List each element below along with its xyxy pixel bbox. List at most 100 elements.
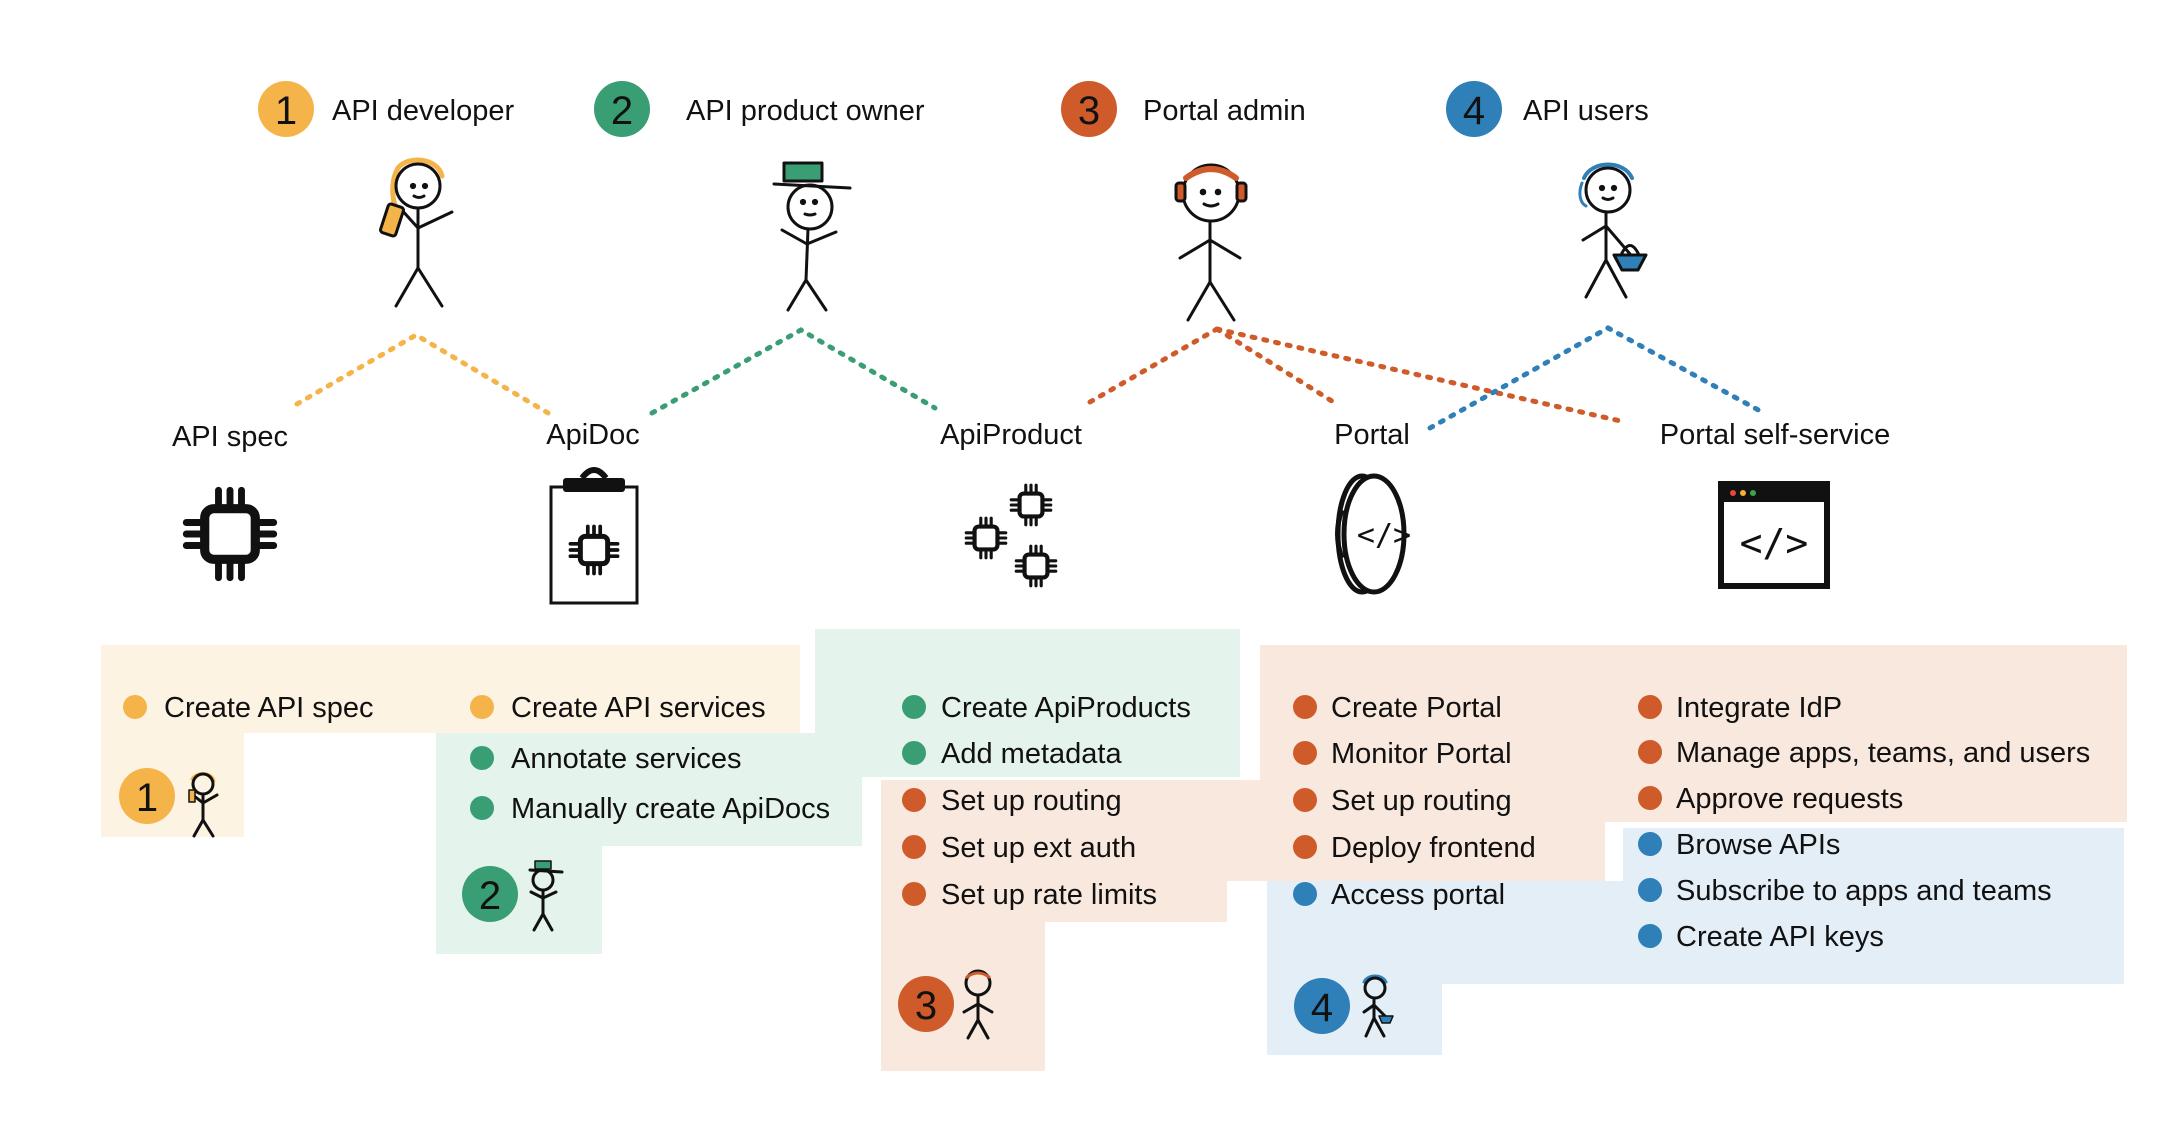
task-label: Manage apps, teams, and users xyxy=(1676,737,2090,769)
users-region xyxy=(1267,828,2124,1055)
admin-connector-portal xyxy=(1214,326,1338,406)
task-bullet xyxy=(123,695,147,719)
task-bullet xyxy=(1638,695,1662,719)
region-badge-number: 3 xyxy=(915,984,937,1028)
task-label: Set up ext auth xyxy=(941,832,1136,864)
tasks-developer: Create API spec Create API services xyxy=(123,692,766,724)
task-label: Deploy frontend xyxy=(1331,832,1536,864)
task-bullet xyxy=(1293,882,1317,906)
developer-with-phone-icon xyxy=(379,157,454,308)
region-badge-owner: 2 xyxy=(462,860,564,932)
task-regions xyxy=(101,629,2127,1071)
task-bullet xyxy=(470,695,494,719)
task-bullet xyxy=(902,882,926,906)
owner-connector xyxy=(649,327,938,416)
task-label: Create API spec xyxy=(164,692,374,724)
portal-code-glyph: </> xyxy=(1357,518,1411,553)
chip-icon xyxy=(186,490,273,577)
persona-label: Portal admin xyxy=(1143,95,1306,127)
persona-label: API product owner xyxy=(686,95,925,127)
task-bullet xyxy=(1638,740,1662,764)
users-small-icon xyxy=(1362,974,1394,1038)
resource-label-portal-self-service: Portal self-service xyxy=(1660,419,1890,451)
region-badge-number: 2 xyxy=(479,874,501,918)
resource-label-apidoc: ApiDoc xyxy=(546,419,640,451)
browser-code-glyph: </> xyxy=(1740,521,1809,565)
task-bullet xyxy=(1638,786,1662,810)
persona-portal-admin: 3 Portal admin xyxy=(1061,81,1306,137)
task-bullet xyxy=(1638,878,1662,902)
task-label: Create API services xyxy=(511,692,766,724)
region-badge-developer: 1 xyxy=(119,768,219,838)
developer-region xyxy=(101,645,800,837)
badge-4-number: 4 xyxy=(1463,89,1485,133)
persona-api-product-owner: 2 API product owner xyxy=(594,81,925,137)
task-bullet xyxy=(1293,788,1317,812)
task-label: Create ApiProducts xyxy=(941,692,1191,724)
resource-label-portal: Portal xyxy=(1334,419,1410,451)
resource-labels: API spec ApiDoc ApiProduct Portal Portal… xyxy=(172,419,1890,453)
portal-code-icon: </> xyxy=(1335,473,1411,595)
owner-small-icon xyxy=(528,860,564,932)
person-with-basket-icon xyxy=(1578,162,1648,299)
badge-2 xyxy=(594,81,650,137)
resource-label-api-spec: API spec xyxy=(172,421,288,453)
multi-chip-icon xyxy=(966,485,1056,586)
persona-header: 1 API developer 2 API product owner 3 Po… xyxy=(258,81,1649,137)
task-label: Approve requests xyxy=(1676,783,1903,815)
badge-1-number: 1 xyxy=(275,89,297,133)
owner-region xyxy=(436,629,1240,954)
person-with-headset-icon xyxy=(1174,163,1248,322)
task-label: Annotate services xyxy=(511,743,742,775)
resource-label-apiproduct: ApiProduct xyxy=(940,419,1082,451)
tasks-admin: Set up routing Set up ext auth Set up ra… xyxy=(902,692,2090,911)
badge-3-number: 3 xyxy=(1078,89,1100,133)
clipboard-chip-icon xyxy=(549,467,639,605)
region-badge-users: 4 xyxy=(1294,974,1394,1038)
task-bullet xyxy=(1293,695,1317,719)
developer-small-icon xyxy=(188,772,219,838)
admin-connector-product xyxy=(1087,326,1220,405)
connectors xyxy=(294,325,1765,431)
badge-4 xyxy=(1446,81,1502,137)
persona-api-users: 4 API users xyxy=(1446,81,1649,137)
task-bullet xyxy=(1293,741,1317,765)
task-label: Access portal xyxy=(1331,879,1505,911)
region-badge-number: 4 xyxy=(1311,986,1333,1030)
task-bullet xyxy=(470,746,494,770)
persona-api-developer: 1 API developer xyxy=(258,81,515,137)
task-label: Manually create ApiDocs xyxy=(511,793,830,825)
task-bullet xyxy=(1293,835,1317,859)
region-badge-admin: 3 xyxy=(898,969,994,1040)
admin-small-icon xyxy=(962,969,994,1040)
admin-connector-selfservice xyxy=(1214,326,1628,425)
task-bullet xyxy=(470,796,494,820)
task-label: Monitor Portal xyxy=(1331,738,1512,770)
task-label: Add metadata xyxy=(941,738,1122,770)
task-bullet xyxy=(1638,924,1662,948)
badge-2-number: 2 xyxy=(611,89,633,133)
task-label: Create API keys xyxy=(1676,921,1884,953)
task-bullet xyxy=(902,835,926,859)
badge-1 xyxy=(258,81,314,137)
task-bullet xyxy=(902,788,926,812)
users-connector xyxy=(1427,325,1765,431)
task-label: Set up routing xyxy=(941,785,1122,817)
task-bullet xyxy=(902,695,926,719)
task-label: Integrate IdP xyxy=(1676,692,1842,724)
task-label: Create Portal xyxy=(1331,692,1502,724)
person-with-hat-icon xyxy=(772,161,852,312)
admin-region xyxy=(881,645,2127,1071)
task-bullet xyxy=(902,741,926,765)
task-label: Browse APIs xyxy=(1676,829,1840,861)
task-label: Set up rate limits xyxy=(941,879,1157,911)
tasks-owner: Annotate services Manually create ApiDoc… xyxy=(470,692,1191,825)
persona-label: API users xyxy=(1523,95,1649,127)
task-label: Set up routing xyxy=(1331,785,1512,817)
region-badge-number: 1 xyxy=(136,776,158,820)
tasks-users: Access portal Browse APIs Subscribe to a… xyxy=(1293,829,2052,953)
persona-label: API developer xyxy=(332,95,515,127)
browser-code-icon: </> xyxy=(1718,481,1830,589)
badge-3 xyxy=(1061,81,1117,137)
